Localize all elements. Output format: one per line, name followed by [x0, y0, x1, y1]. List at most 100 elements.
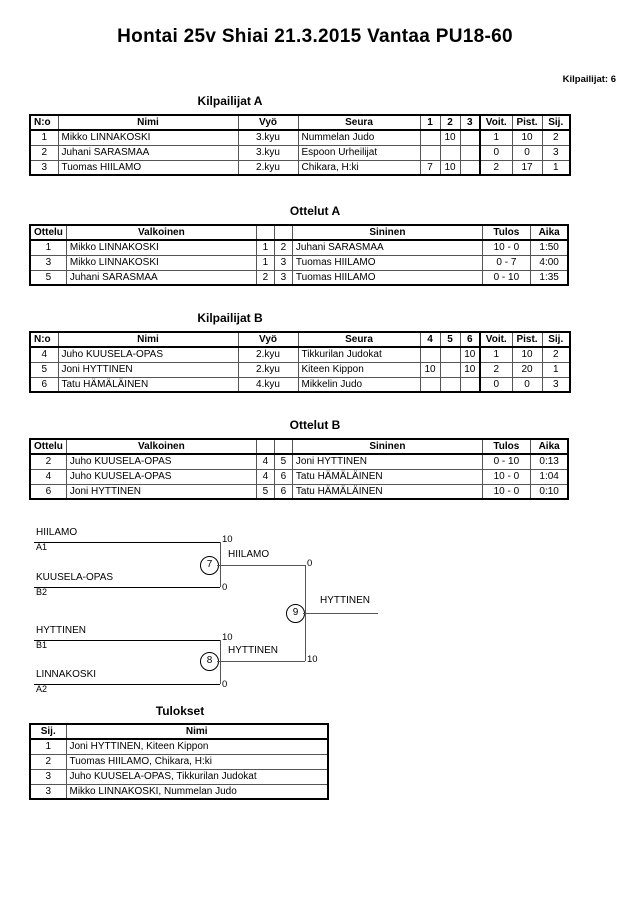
bracket-entrant-seed: A1 [36, 542, 48, 552]
cell-rank: 1 [29, 738, 67, 755]
bracket-score: 10 [222, 632, 233, 643]
cell-rank: 3 [29, 783, 67, 800]
cell-rank: 2 [541, 129, 571, 146]
bracket-score: 10 [307, 654, 318, 665]
cell-time: 1:04 [529, 468, 569, 485]
col-rank: Sij. [29, 724, 67, 740]
col-match: Ottelu [29, 439, 67, 455]
cell-club: Espoon Urheilijat [297, 144, 421, 161]
cell-rank: 3 [541, 144, 571, 161]
pool-b-table: N:o Nimi Vyö Seura 4 5 6 Voit. Pist. Sij… [29, 331, 571, 393]
cell-match-no: 3 [29, 254, 67, 271]
cell-match-4 [419, 346, 441, 363]
col-match-1: 1 [419, 115, 441, 131]
cell-rank: 1 [541, 159, 571, 176]
bracket-entrant-name: HIILAMO [36, 527, 78, 538]
bracket-entrant-name: KUUSELA-OPAS [36, 572, 114, 583]
bracket-entrant-name: LINNAKOSKI [36, 669, 97, 680]
table-header-row: N:o Nimi Vyö Seura 1 2 3 Voit. Pist. Sij… [29, 115, 571, 131]
cell-name: Tatu HÄMÄLÄINEN [57, 376, 239, 393]
cell-rank: 3 [29, 768, 67, 785]
bracket-score: 0 [222, 582, 228, 593]
col-blue: Sininen [291, 225, 483, 241]
cell-name: Mikko LINNAKOSKI, Nummelan Judo [65, 783, 329, 800]
cell-time: 1:50 [529, 239, 569, 256]
matches-b-table: Ottelu Valkoinen Sininen Tulos Aika 2 Ju… [29, 438, 570, 500]
cell-match-4 [419, 376, 441, 393]
cell-blue-no: 5 [273, 453, 293, 470]
section-heading-pool-b: Kilpailijat B [197, 311, 263, 325]
table-row: 6 Tatu HÄMÄLÄINEN 4.kyu Mikkelin Judo 0 … [29, 376, 571, 393]
table-header-row: Sij. Nimi [29, 724, 329, 740]
table-row: 5 Joni HYTTINEN 2.kyu Kiteen Kippon 10 1… [29, 361, 571, 378]
col-no: N:o [29, 115, 59, 131]
cell-match-2: 10 [439, 129, 461, 146]
col-points: Pist. [511, 332, 543, 348]
cell-match-6: 10 [459, 361, 481, 378]
cell-points: 0 [511, 144, 543, 161]
cell-white-no: 1 [255, 254, 275, 271]
table-row: 1 Mikko LINNAKOSKI 1 2 Juhani SARASMAA 1… [29, 239, 569, 256]
col-match-6: 6 [459, 332, 481, 348]
cell-white-no: 2 [255, 269, 275, 286]
table-row: 2 Juhani SARASMAA 3.kyu Espoon Urheilija… [29, 144, 571, 161]
section-heading-results: Tulokset [155, 704, 205, 718]
cell-match-5 [439, 376, 461, 393]
cell-belt: 2.kyu [237, 159, 299, 176]
cell-white: Mikko LINNAKOSKI [65, 254, 257, 271]
cell-match-1: 7 [419, 159, 441, 176]
bracket-match-node: 8 [200, 652, 219, 671]
cell-points: 0 [511, 376, 543, 393]
section-heading-pool-a: Kilpailijat A [197, 94, 263, 108]
cell-club: Mikkelin Judo [297, 376, 421, 393]
col-result: Tulos [481, 225, 531, 241]
cell-blue: Tuomas HIILAMO [291, 269, 483, 286]
table-row: 3 Mikko LINNAKOSKI 1 3 Tuomas HIILAMO 0 … [29, 254, 569, 271]
col-match: Ottelu [29, 225, 67, 241]
cell-match-4: 10 [419, 361, 441, 378]
bracket-line [217, 661, 305, 662]
bracket-line [217, 565, 305, 566]
cell-name: Juho KUUSELA-OPAS, Tikkurilan Judokat [65, 768, 329, 785]
col-wins: Voit. [479, 332, 513, 348]
cell-blue: Juhani SARASMAA [291, 239, 483, 256]
cell-wins: 0 [479, 376, 513, 393]
bracket-winner-label: HIILAMO [228, 549, 270, 560]
col-time: Aika [529, 439, 569, 455]
table-row: 2 Juho KUUSELA-OPAS 4 5 Joni HYTTINEN 0 … [29, 453, 569, 470]
table-row: 1 Mikko LINNAKOSKI 3.kyu Nummelan Judo 1… [29, 129, 571, 146]
col-result: Tulos [481, 439, 531, 455]
cell-result: 0 - 10 [481, 453, 531, 470]
cell-time: 4:00 [529, 254, 569, 271]
col-name: Nimi [65, 724, 329, 740]
cell-name: Juhani SARASMAA [57, 144, 239, 161]
col-no: N:o [29, 332, 59, 348]
bracket-line [34, 542, 220, 543]
table-header-row: N:o Nimi Vyö Seura 4 5 6 Voit. Pist. Sij… [29, 332, 571, 348]
cell-belt: 3.kyu [237, 129, 299, 146]
cell-blue-no: 3 [273, 254, 293, 271]
cell-no: 4 [29, 346, 59, 363]
cell-white-no: 1 [255, 239, 275, 256]
bracket-line [220, 542, 221, 587]
cell-match-no: 5 [29, 269, 67, 286]
bracket-score: 0 [222, 679, 228, 690]
cell-match-1 [419, 144, 441, 161]
cell-points: 10 [511, 346, 543, 363]
table-header-row: Ottelu Valkoinen Sininen Tulos Aika [29, 439, 569, 455]
cell-rank: 2 [541, 346, 571, 363]
cell-match-no: 1 [29, 239, 67, 256]
cell-name: Tuomas HIILAMO [57, 159, 239, 176]
competitor-count: Kilpailijat: 6 [562, 74, 616, 85]
cell-wins: 1 [479, 129, 513, 146]
cell-time: 0:13 [529, 453, 569, 470]
bracket-winner-label: HYTTINEN [228, 645, 278, 656]
col-match-2: 2 [439, 115, 461, 131]
col-club: Seura [297, 332, 421, 348]
col-name: Nimi [57, 332, 239, 348]
col-match-4: 4 [419, 332, 441, 348]
cell-name: Joni HYTTINEN, Kiteen Kippon [65, 738, 329, 755]
cell-white: Juhani SARASMAA [65, 269, 257, 286]
cell-name: Tuomas HIILAMO, Chikara, H:ki [65, 753, 329, 770]
cell-white: Joni HYTTINEN [65, 483, 257, 500]
